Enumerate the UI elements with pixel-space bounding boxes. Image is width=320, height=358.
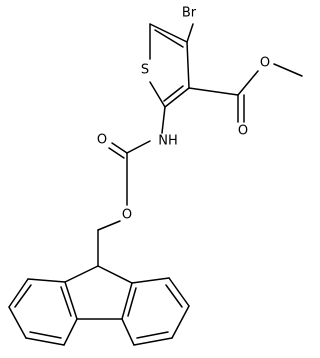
bond-r2-inner — [165, 284, 183, 308]
bond-l2 — [8, 278, 29, 308]
fluorene-right-ring-bonds — [121, 277, 190, 346]
bond-r2 — [168, 277, 190, 307]
bond-l1 — [27, 278, 66, 283]
bond-c3-c2-inner — [163, 85, 184, 102]
thiophene-ring-bonds — [149, 23, 190, 108]
bond-l4 — [25, 337, 65, 346]
atom-label-sulfur: S — [141, 63, 149, 78]
bond-r3 — [171, 305, 190, 339]
bond-c4-c3 — [186, 41, 190, 89]
bond-r1 — [131, 277, 170, 284]
bond-c8a-c4b — [121, 282, 133, 320]
fluorene-central-ring-bonds — [64, 265, 133, 320]
bond-c9-c8a — [97, 265, 133, 284]
bond-c3-ester-c — [188, 87, 239, 96]
bond-r4-inner — [136, 331, 169, 339]
atom-label-carbamate-carbonyl-oxygen: O — [97, 133, 107, 148]
bond-c9-c9a — [64, 265, 99, 283]
bond-ester-c-o-ether — [237, 70, 259, 96]
bond-l3 — [8, 306, 27, 339]
bond-c5-c4-inner — [154, 29, 184, 48]
bond-c3-c2 — [164, 87, 190, 108]
bond-c2-n — [161, 106, 166, 134]
bond-c-o-carbonyl-2 — [108, 147, 125, 159]
atom-label-ester-ether-oxygen: O — [260, 56, 270, 71]
substituent-bonds — [186, 23, 303, 123]
bond-c9a-c4a — [64, 281, 78, 320]
bond-c5-c4 — [149, 23, 188, 43]
bond-l4-inner — [29, 331, 62, 339]
atom-label-ester-carbonyl-oxygen: O — [238, 124, 248, 139]
bond-r4 — [133, 337, 173, 346]
bond-l6-inner — [60, 286, 72, 317]
atom-label-bromine: Br — [182, 6, 197, 21]
bond-l2-inner — [14, 284, 32, 308]
bond-n-c-carbamate — [126, 140, 151, 154]
bond-o-methyl — [273, 63, 303, 77]
atom-labels: Br S O O NH O O — [97, 6, 270, 223]
carbamate-bonds — [97, 106, 166, 267]
atom-label-carbamate-ether-oxygen: O — [122, 208, 132, 223]
atom-label-amide-nitrogen: NH — [158, 134, 178, 149]
bond-o-ch2 — [97, 220, 121, 231]
bond-c2-s — [149, 81, 166, 108]
chemical-structure: Br S O O NH O O — [8, 6, 303, 346]
bond-r5 — [121, 318, 135, 346]
fluorene-left-ring-bonds — [8, 278, 78, 346]
bond-r6-inner — [127, 287, 137, 317]
bond-c-o-carbonyl-1 — [111, 142, 128, 154]
bond-l5 — [63, 318, 78, 346]
bond-c4-br — [186, 23, 194, 43]
